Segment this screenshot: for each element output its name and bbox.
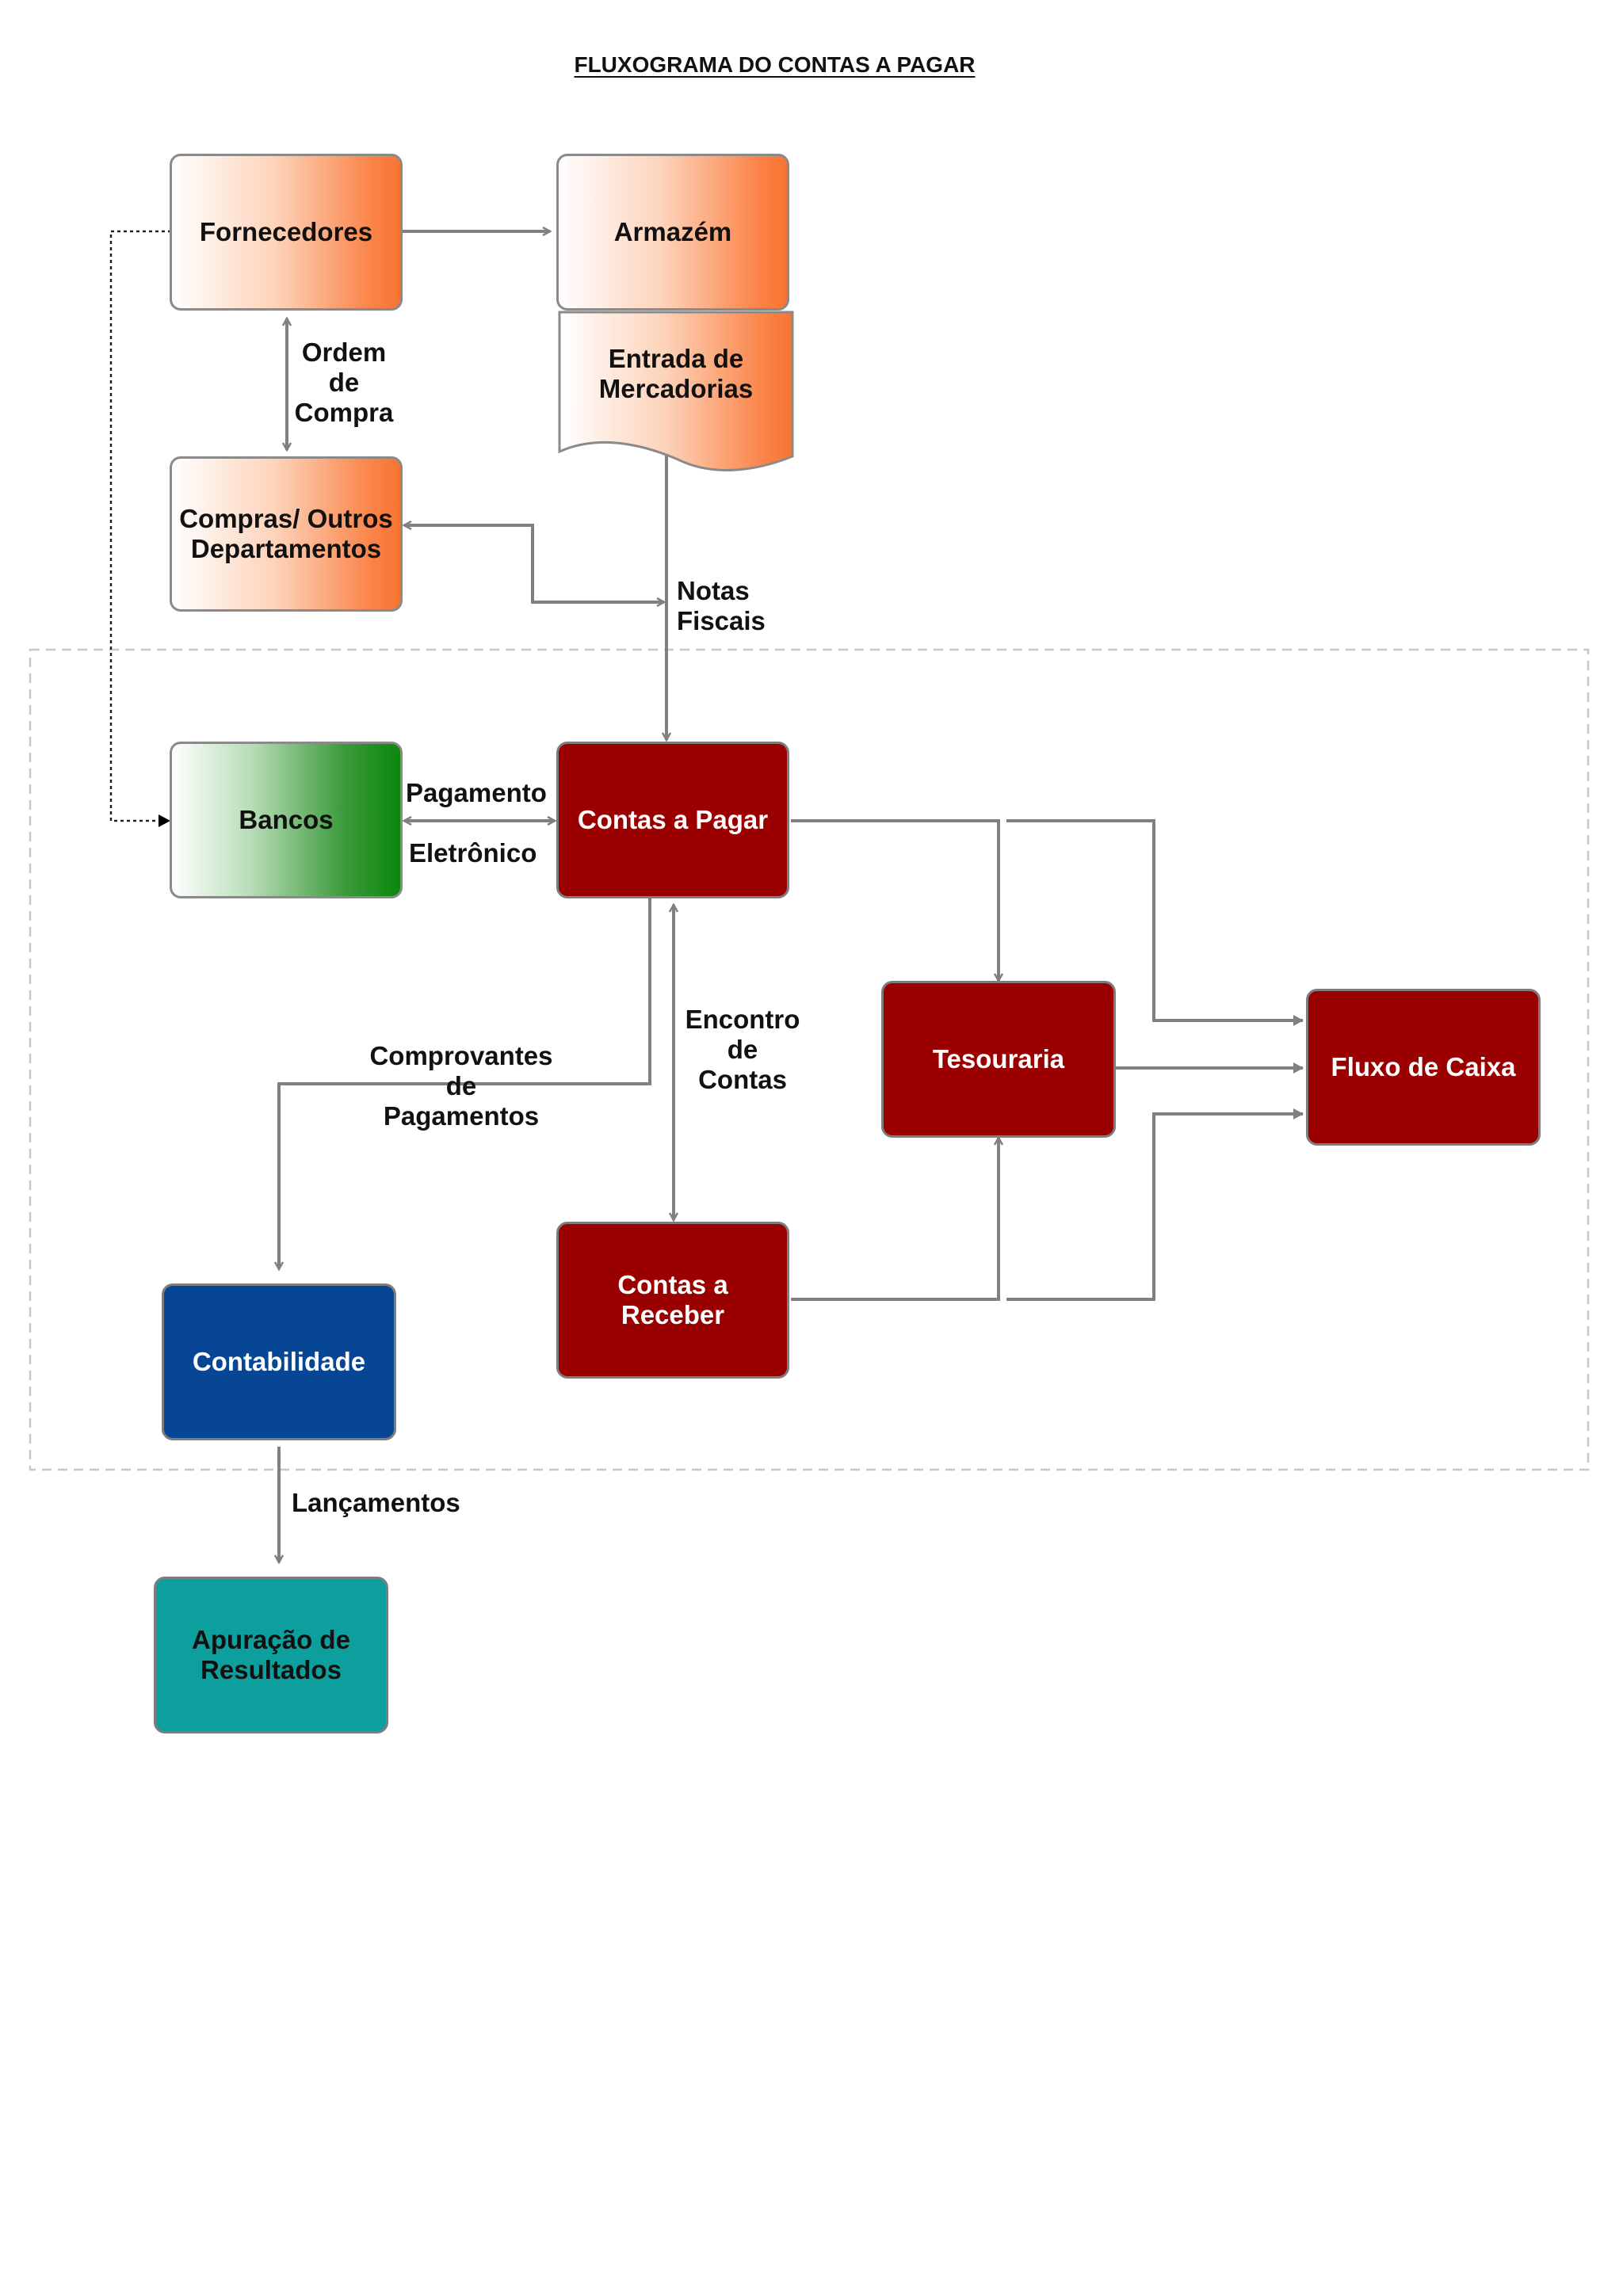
node-bancos: Bancos [170,742,403,898]
node-fornecedores: Fornecedores [170,154,403,311]
node-compras-outros-departamentos: Compras/ Outros Departamentos [170,456,403,612]
connector-contas-pagar-tesouraria [791,819,999,981]
connector-contas-receber-tesouraria [791,1138,999,1301]
label-comprovantes-de-pagamentos: Comprovantes de Pagamentos [369,1041,553,1131]
label-pagamento: Pagamento [406,778,547,807]
node-apuracao-de-resultados: Apuração de Resultados [154,1577,388,1733]
node-tesouraria: Tesouraria [881,981,1116,1138]
entrada-mercadorias-document [558,311,794,471]
label-eletronico: Eletrônico [409,838,537,868]
label-encontro-de-contas: Encontro de Contas [685,1005,800,1094]
node-contabilidade: Contabilidade [162,1283,396,1440]
connector-compras-notas [404,525,664,602]
page-title: FLUXOGRAMA DO CONTAS A PAGAR [574,52,976,77]
connector-comprovantes [279,898,651,1269]
node-entrada-mercadorias: Entrada de Mercadorias [598,344,754,403]
connector-contas-pagar-fluxo [1006,819,1304,1026]
node-contas-a-receber: Contas a Receber [556,1222,789,1379]
node-contas-a-pagar: Contas a Pagar [556,742,789,898]
label-ordem-de-compra: Ordem de Compra [294,338,394,427]
label-lancamentos: Lançamentos [292,1488,460,1517]
node-armazem: Armazém [556,154,789,311]
dashed-region-border [29,648,1590,1471]
label-notas-fiscais: Notas Fiscais [677,576,766,635]
connector-dotted-fornecedores-bancos [109,230,171,827]
connector-contas-receber-fluxo [1006,1108,1304,1301]
node-fluxo-de-caixa: Fluxo de Caixa [1306,989,1541,1146]
